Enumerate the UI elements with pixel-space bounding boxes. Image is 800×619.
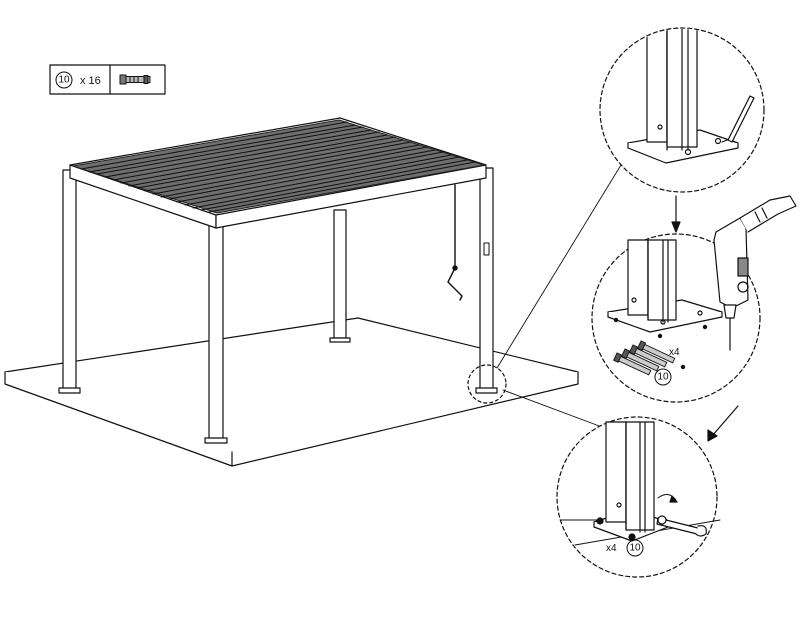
- part-number-circle: [55, 71, 73, 89]
- crank-handle: [447, 184, 463, 301]
- detail-post-drill: x4 10: [591, 195, 797, 403]
- detail-callout-circle: [467, 364, 507, 404]
- power-drill-icon: [713, 195, 797, 351]
- drill-part-number: 10: [657, 372, 669, 383]
- allen-key-icon: [721, 95, 755, 143]
- parts-list-box: 10 x 16: [49, 64, 166, 95]
- pergola-structure: [58, 117, 507, 444]
- roof-louvres: [72, 119, 485, 214]
- detail-post-fixed: x4 10: [556, 416, 721, 578]
- drill-bolt-quantity: x4: [669, 347, 680, 358]
- wrench-icon: [656, 515, 707, 537]
- roof-frame: [69, 117, 487, 229]
- step-arrow-2: [707, 405, 739, 442]
- part-number: 10: [58, 75, 70, 86]
- fixed-part-number: 10: [629, 543, 641, 554]
- fixed-bolt-quantity: x4: [606, 543, 617, 554]
- bolt-anchor-icon: [613, 340, 676, 376]
- post-front-left: [58, 169, 81, 394]
- step-arrow-1: [671, 195, 681, 233]
- post-back-right: [329, 209, 351, 343]
- detail-post-base: [599, 27, 765, 193]
- ground-slab: [4, 317, 579, 467]
- part-quantity: x 16: [80, 75, 101, 87]
- callout-leader-lines: [496, 159, 625, 431]
- bolt-anchor-icon: [119, 74, 151, 85]
